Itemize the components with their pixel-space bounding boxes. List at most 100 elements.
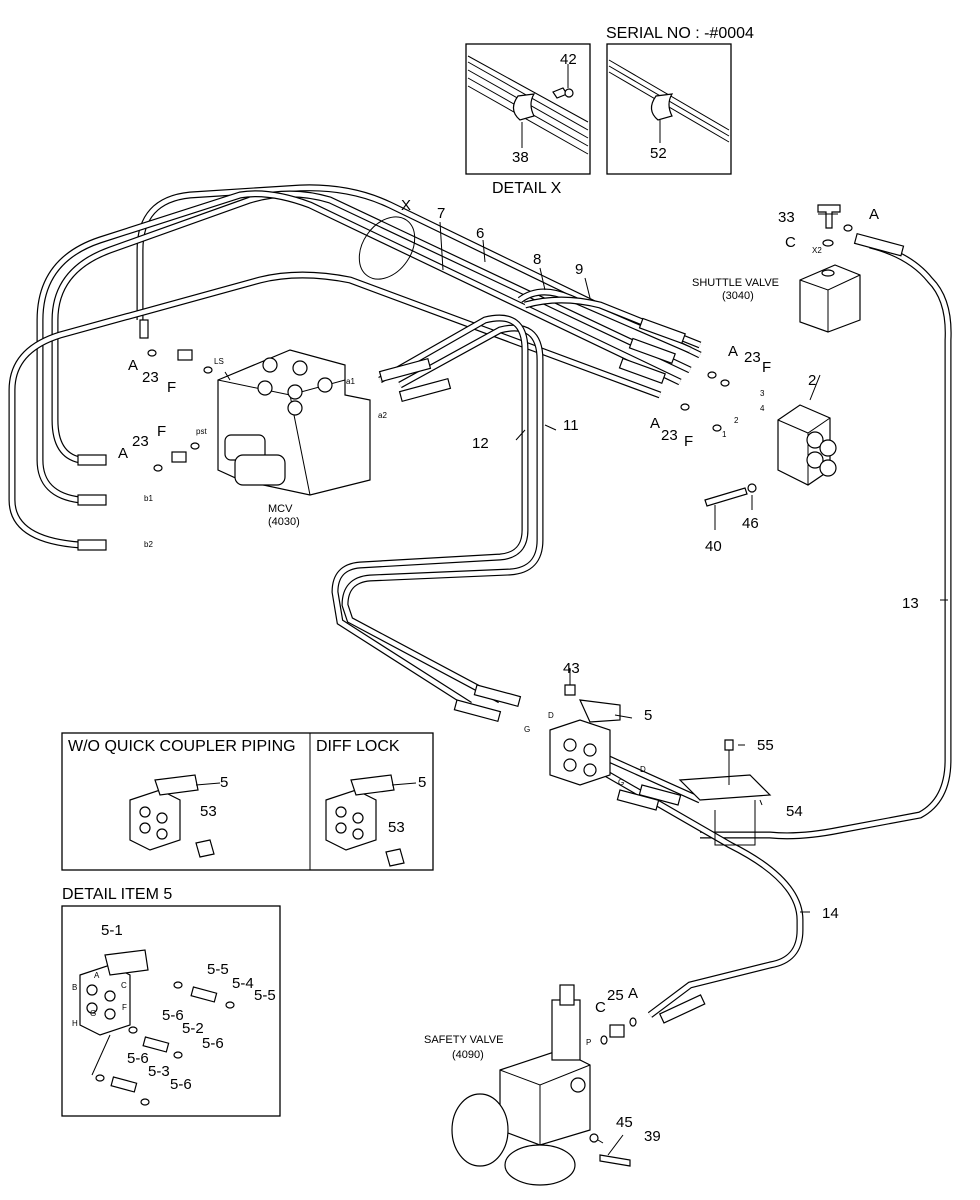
detail-5-5a: 5-5 — [207, 961, 229, 978]
callout-9: 9 — [575, 261, 583, 278]
callout-6: 6 — [476, 225, 484, 242]
callout-c-top: C — [785, 234, 796, 251]
callout-a-r2: A — [650, 415, 660, 432]
hose-fittings — [77, 232, 905, 1024]
callout-x: X — [401, 197, 411, 214]
callout-33: 33 — [778, 209, 795, 226]
port-2: 2 — [734, 416, 739, 425]
callout-25: 25 — [607, 987, 624, 1004]
detail-x-panel: 42 38 DETAIL X — [465, 43, 591, 197]
callout-a-b: A — [628, 985, 638, 1002]
box2-callout-53: 53 — [388, 819, 405, 836]
callout-f-l1: F — [167, 379, 176, 396]
coupler-panel: W/O QUICK COUPLER PIPING DIFF LOCK 5 53 … — [61, 732, 434, 871]
callout-43: 43 — [563, 660, 580, 677]
port-d1: D — [548, 711, 554, 720]
shuttle-valve-label: SHUTTLE VALVE — [692, 277, 779, 289]
callout-f-l2: F — [157, 423, 166, 440]
o-rings — [147, 224, 853, 1045]
detail-5-2: 5-2 — [182, 1020, 204, 1037]
box1-callout-5: 5 — [220, 774, 228, 791]
callout-a-l1: A — [128, 357, 138, 374]
callout-52: 52 — [650, 145, 667, 162]
leader-lines — [224, 213, 948, 1156]
callout-54: 54 — [786, 803, 803, 820]
detail-5-6d: 5-6 — [170, 1076, 192, 1093]
safety-valve-code: (4090) — [452, 1049, 484, 1061]
port-g2: G — [618, 778, 624, 787]
port-a1: a1 — [346, 377, 355, 386]
callout-42: 42 — [560, 51, 577, 68]
detail-x-title: DETAIL X — [492, 180, 562, 197]
mark-c: C — [121, 981, 127, 990]
callout-7: 7 — [437, 205, 445, 222]
callout-2: 2 — [808, 372, 816, 389]
detail-5-5b: 5-5 — [254, 987, 276, 1004]
mark-f: F — [122, 1003, 127, 1012]
detail-5-6c: 5-6 — [127, 1050, 149, 1067]
port-x2: X2 — [812, 246, 822, 255]
detail-item-5-title: DETAIL ITEM 5 — [62, 886, 172, 903]
mark-b: B — [72, 983, 77, 992]
port-p: P — [586, 1038, 591, 1047]
callout-a-l2: A — [118, 445, 128, 462]
callout-23-l1: 23 — [142, 369, 159, 386]
port-g1: G — [524, 725, 530, 734]
bracket-54 — [678, 739, 772, 846]
mark-a: A — [94, 971, 100, 980]
port-b2: b2 — [144, 540, 153, 549]
shuttle-valve-code: (3040) — [722, 290, 754, 302]
port-ls: LS — [214, 357, 224, 366]
wo-quick-coupler-title: W/O QUICK COUPLER PIPING — [68, 738, 296, 755]
box1-callout-53: 53 — [200, 803, 217, 820]
callout-40: 40 — [705, 538, 722, 555]
detail-5-6a: 5-6 — [162, 1007, 184, 1024]
callout-11: 11 — [563, 417, 579, 434]
callout-c-b: C — [595, 999, 606, 1016]
callout-8: 8 — [533, 251, 541, 268]
serial-panel: SERIAL NO : -#0004 52 — [606, 25, 754, 175]
mcv-valve: MCV (4030) — [217, 349, 371, 528]
detail-item-5-panel: DETAIL ITEM 5 A B C F G H 5-1 5-5 5-4 5-… — [61, 886, 281, 1117]
detail-5-3: 5-3 — [148, 1063, 170, 1080]
callout-12: 12 — [472, 435, 489, 452]
callout-45: 45 — [616, 1114, 633, 1131]
port-4: 4 — [760, 404, 765, 413]
main-callouts: X 7 6 8 9 33 A C A 23 F 2 A 23 F 40 46 1… — [118, 197, 919, 1145]
port-a2: a2 — [378, 411, 387, 420]
block-2 — [704, 404, 837, 507]
port-1: 1 — [722, 430, 727, 439]
callout-23-l2: 23 — [132, 433, 149, 450]
port-pst: pst — [196, 427, 207, 436]
callout-5: 5 — [644, 707, 652, 724]
shuttle-valve: SHUTTLE VALVE (3040) — [692, 204, 861, 333]
detail-5-1: 5-1 — [101, 922, 123, 939]
detail-5-6b: 5-6 — [202, 1035, 224, 1052]
callout-23-r1: 23 — [744, 349, 761, 366]
mark-g: G — [90, 1009, 96, 1018]
callout-46: 46 — [742, 515, 759, 532]
port-d2: D — [640, 765, 646, 774]
port-marks: LS a1 a2 pst b1 b2 X2 P D G D G 1 2 3 4 — [144, 246, 822, 1047]
port-b1: b1 — [144, 494, 153, 503]
safety-valve-label: SAFETY VALVE — [424, 1034, 503, 1046]
callout-38: 38 — [512, 149, 529, 166]
callout-14: 14 — [822, 905, 839, 922]
callout-a-top: A — [869, 206, 879, 223]
pipe-bundle — [8, 184, 952, 1018]
block-5 — [549, 684, 621, 786]
port-3: 3 — [760, 389, 765, 398]
detail-x-marker — [358, 216, 416, 280]
callout-f-r2: F — [684, 433, 693, 450]
mcv-code: (4030) — [268, 516, 300, 528]
detail-5-4: 5-4 — [232, 975, 254, 992]
box2-callout-5: 5 — [418, 774, 426, 791]
mark-h: H — [72, 1019, 78, 1028]
serial-no-title: SERIAL NO : -#0004 — [606, 25, 754, 42]
callout-f-r1: F — [762, 359, 771, 376]
callout-55: 55 — [757, 737, 774, 754]
callout-23-r2: 23 — [661, 427, 678, 444]
callout-39: 39 — [644, 1128, 661, 1145]
callout-13: 13 — [902, 595, 919, 612]
